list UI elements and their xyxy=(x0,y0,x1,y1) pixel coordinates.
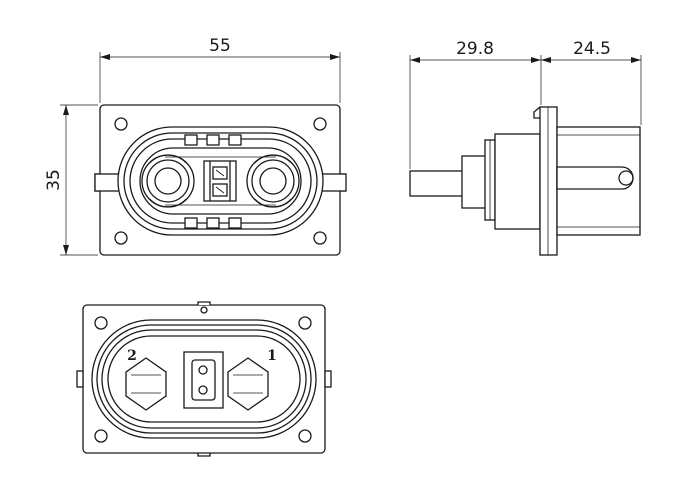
dimension-height-label: 35 xyxy=(44,169,64,191)
dimension-width: 55 xyxy=(99,36,341,103)
power-socket-right xyxy=(246,154,300,208)
contact-2 xyxy=(125,357,167,411)
dimension-front-length-label: 24.5 xyxy=(573,39,611,59)
contact-1 xyxy=(227,357,269,411)
key-tabs xyxy=(184,134,242,229)
dimension-height: 35 xyxy=(44,104,98,256)
front-view: 55 35 xyxy=(44,36,347,256)
mounting-holes xyxy=(114,117,327,245)
signal-module xyxy=(203,160,237,202)
rear-signal-block xyxy=(183,351,224,409)
dimension-rear-length: 29.8 xyxy=(409,39,542,169)
pin-label-1: 1 xyxy=(267,348,277,364)
side-view: 29.8 24.5 xyxy=(409,39,642,256)
dimension-rear-length-label: 29.8 xyxy=(456,39,494,59)
power-socket-left xyxy=(141,154,195,208)
dimension-front-length: 24.5 xyxy=(541,39,642,125)
rear-view: 2 1 xyxy=(76,301,332,457)
dimension-width-label: 55 xyxy=(209,36,231,56)
pin-label-2: 2 xyxy=(127,348,137,364)
rear-mounting-holes xyxy=(94,316,312,443)
